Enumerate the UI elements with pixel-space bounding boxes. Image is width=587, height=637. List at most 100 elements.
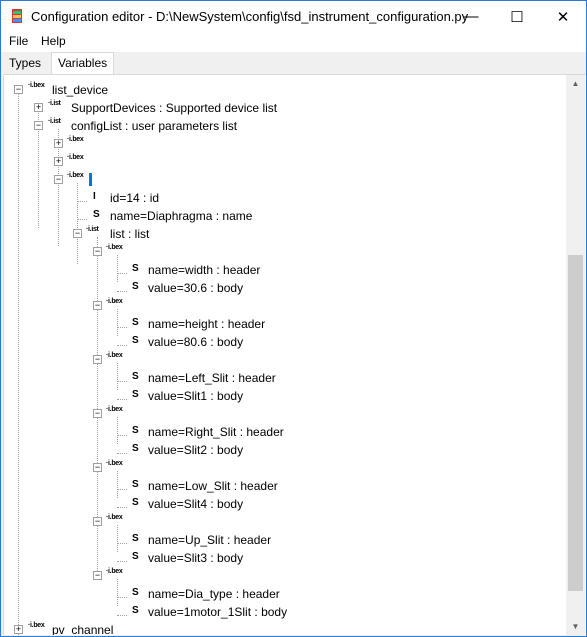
tree-line — [117, 399, 127, 400]
tree-node-label: pv_channel — [52, 623, 114, 635]
tree-node-list-item[interactable]: − ·i.bex — [4, 513, 564, 531]
tree-line — [77, 183, 78, 264]
tree-line — [77, 219, 87, 220]
list-device-type-icon: ·i.bex — [67, 136, 84, 143]
list-device-type-icon: ·i.bex — [28, 82, 45, 89]
tab-types[interactable]: Types — [9, 56, 42, 70]
tree-node-label: value=1motor_1Slit : body — [148, 605, 288, 619]
tree-node-list-item[interactable]: − ·i.bex — [4, 405, 564, 423]
tree-line — [117, 471, 118, 498]
int-type-icon: I — [93, 191, 96, 202]
tree-node-body[interactable]: S value=1motor_1Slit : body — [4, 603, 564, 621]
tree-line — [117, 489, 127, 490]
expand-toggle[interactable]: + — [54, 156, 63, 166]
tree-node-support-devices[interactable]: + ·i.ist SupportDevices : Supported devi… — [4, 99, 564, 117]
tree-node-label: value=Slit3 : body — [148, 551, 244, 565]
collapse-toggle[interactable]: − — [93, 570, 102, 580]
tree-node-configlist[interactable]: − ·i.ist configList : user parameters li… — [4, 117, 564, 135]
scroll-up-arrow-icon[interactable]: ▲ — [571, 79, 580, 88]
string-type-icon: S — [132, 605, 139, 616]
tree-node-body[interactable]: S value=Slit3 : body — [4, 549, 564, 567]
collapse-toggle[interactable]: − — [93, 300, 102, 310]
expand-toggle[interactable]: + — [54, 138, 63, 148]
collapse-toggle[interactable]: − — [93, 462, 102, 472]
string-type-icon: S — [132, 443, 139, 454]
tree-node-config-item[interactable]: + ·i.bex — [4, 153, 564, 171]
collapse-toggle[interactable]: − — [73, 228, 82, 238]
menu-file[interactable]: File — [9, 34, 29, 48]
string-type-icon: S — [132, 479, 139, 490]
tree-node-header[interactable]: S name=Right_Slit : header — [4, 423, 564, 441]
title-bar[interactable]: Configuration editor - D:\NewSystem\conf… — [1, 1, 586, 32]
tree-node-body[interactable]: S value=Slit2 : body — [4, 441, 564, 459]
string-type-icon: S — [132, 281, 139, 292]
app-icon — [12, 9, 22, 23]
variables-tree[interactable]: − ·i.bex list_device + ·i.ist SupportDev… — [4, 75, 564, 635]
tree-node-list-item[interactable]: − ·i.bex — [4, 567, 564, 585]
collapse-toggle[interactable]: − — [93, 354, 102, 364]
collapse-toggle[interactable]: − — [93, 516, 102, 526]
tree-node-label: list : list — [110, 227, 150, 241]
variables-tree-panel: − ·i.bex list_device + ·i.ist SupportDev… — [3, 74, 586, 635]
tab-strip: Types Variables — [1, 52, 586, 74]
tree-node-name[interactable]: S name=Diaphragma : name — [4, 207, 564, 225]
tab-variables[interactable]: Variables — [51, 52, 115, 74]
tree-node-list-item[interactable]: − ·i.bex — [4, 297, 564, 315]
tree-node-label: value=30.6 : body — [148, 281, 244, 295]
tree-line — [18, 93, 19, 635]
collapse-toggle[interactable]: − — [93, 246, 102, 256]
tree-line — [117, 363, 118, 390]
collapse-toggle[interactable]: − — [34, 120, 43, 130]
string-type-icon: S — [93, 209, 100, 220]
tree-node-header[interactable]: S name=Low_Slit : header — [4, 477, 564, 495]
expand-toggle[interactable]: + — [14, 624, 23, 634]
tree-node-body[interactable]: S value=80.6 : body — [4, 333, 564, 351]
tree-node-header[interactable]: S name=Dia_type : header — [4, 585, 564, 603]
tree-node-header[interactable]: S name=height : header — [4, 315, 564, 333]
tree-node-body[interactable]: S value=Slit4 : body — [4, 495, 564, 513]
tree-node-list-item[interactable]: − ·i.bex — [4, 351, 564, 369]
expand-toggle[interactable]: + — [34, 102, 43, 112]
list-device-type-icon: ·i.bex — [106, 460, 123, 467]
tree-line — [117, 579, 118, 606]
window-title: Configuration editor - D:\NewSystem\conf… — [31, 9, 469, 24]
collapse-toggle[interactable]: − — [14, 84, 23, 94]
list-device-type-icon: ·i.bex — [106, 298, 123, 305]
tree-line — [117, 309, 118, 336]
tree-node-list-item[interactable]: − ·i.bex — [4, 459, 564, 477]
tree-node-label: value=80.6 : body — [148, 335, 244, 349]
menu-help[interactable]: Help — [41, 34, 66, 48]
list-device-type-icon: ·i.bex — [67, 154, 84, 161]
tree-node-config-item-selected[interactable]: − ·i.bex — [4, 171, 564, 189]
minimize-button[interactable]: — — [448, 1, 494, 32]
tree-node-header[interactable]: S name=Left_Slit : header — [4, 369, 564, 387]
tree-line — [117, 417, 118, 444]
tree-node-id[interactable]: I id=14 : id — [4, 189, 564, 207]
close-button[interactable]: ✕ — [540, 1, 586, 32]
string-type-icon: S — [132, 497, 139, 508]
tree-line — [77, 201, 87, 202]
tree-node-label: SupportDevices : Supported device list — [71, 101, 278, 115]
tree-node-body[interactable]: S value=Slit1 : body — [4, 387, 564, 405]
tree-node-list-item[interactable]: − ·i.bex — [4, 243, 564, 261]
list-device-type-icon: ·i.bex — [106, 568, 123, 575]
collapse-toggle[interactable]: − — [93, 408, 102, 418]
minimize-icon: — — [463, 8, 479, 25]
tree-node-body[interactable]: S value=30.6 : body — [4, 279, 564, 297]
tree-node-header[interactable]: S name=width : header — [4, 261, 564, 279]
tree-node-list-device[interactable]: − ·i.bex list_device — [4, 81, 564, 99]
vertical-scrollbar[interactable]: ▲ ▼ — [566, 75, 585, 635]
tree-line — [117, 381, 127, 382]
maximize-button[interactable]: ☐ — [494, 1, 540, 32]
tree-node-label: name=Low_Slit : header — [148, 479, 278, 493]
scroll-down-arrow-icon[interactable]: ▼ — [571, 622, 580, 631]
string-type-icon: S — [132, 551, 139, 562]
tree-node-config-item[interactable]: + ·i.bex — [4, 135, 564, 153]
tree-node-header[interactable]: S name=Up_Slit : header — [4, 531, 564, 549]
tree-node-pv-channel[interactable]: + ·i.bex pv_channel — [4, 621, 564, 635]
scrollbar-thumb[interactable] — [568, 255, 583, 591]
tree-node-list[interactable]: − ·i.ist list : list — [4, 225, 564, 243]
string-type-icon: S — [132, 587, 139, 598]
collapse-toggle[interactable]: − — [54, 174, 63, 184]
tree-node-label: name=Right_Slit : header — [148, 425, 284, 439]
